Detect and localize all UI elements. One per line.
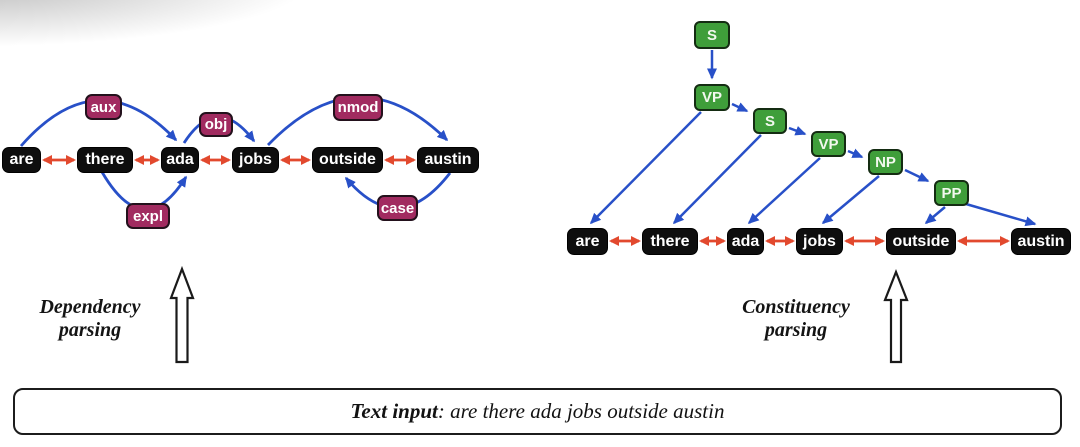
const-word-there: there xyxy=(643,229,697,254)
dependency-up-arrow-icon xyxy=(169,265,195,364)
const-word-are: are xyxy=(568,229,607,254)
text-input-sentence: : are there ada jobs outside austin xyxy=(437,399,725,423)
const-node-s2: S xyxy=(753,108,787,134)
const-word-outside: outside xyxy=(887,229,955,254)
dependency-parsing-caption: Dependency parsing xyxy=(15,296,165,342)
const-node-np: NP xyxy=(868,149,903,175)
dep-rel-case: case xyxy=(377,195,418,221)
text-input-label: Text input xyxy=(350,399,438,423)
constituency-caption-line2: parsing xyxy=(764,319,828,341)
const-node-s: S xyxy=(694,21,730,49)
const-node-pp: PP xyxy=(934,180,969,206)
const-word-austin: austin xyxy=(1012,229,1070,254)
dep-word-jobs: jobs xyxy=(233,148,278,172)
const-tree-edges xyxy=(589,50,1037,227)
dep-rel-nmod: nmod xyxy=(333,94,383,121)
dep-rel-expl: expl xyxy=(126,203,170,229)
constituency-parsing-caption: Constituency parsing xyxy=(720,296,872,342)
dependency-caption-line1: Dependency xyxy=(39,296,141,318)
text-input-box: Text input: are there ada jobs outside a… xyxy=(13,388,1062,435)
dependency-caption-line2: parsing xyxy=(58,319,122,341)
dep-word-are: are xyxy=(3,148,40,172)
dep-rel-aux: aux xyxy=(85,94,122,120)
dep-rel-obj: obj xyxy=(199,112,233,137)
const-node-vp2: VP xyxy=(811,131,846,157)
constituency-up-arrow-icon xyxy=(883,268,909,364)
dep-word-ada: ada xyxy=(162,148,198,172)
const-node-vp: VP xyxy=(694,84,730,111)
dep-word-there: there xyxy=(78,148,132,172)
dep-word-austin: austin xyxy=(418,148,478,172)
const-word-jobs: jobs xyxy=(797,229,842,254)
const-word-ada: ada xyxy=(728,229,763,254)
dep-word-outside: outside xyxy=(313,148,382,172)
constituency-caption-line1: Constituency xyxy=(742,296,850,318)
